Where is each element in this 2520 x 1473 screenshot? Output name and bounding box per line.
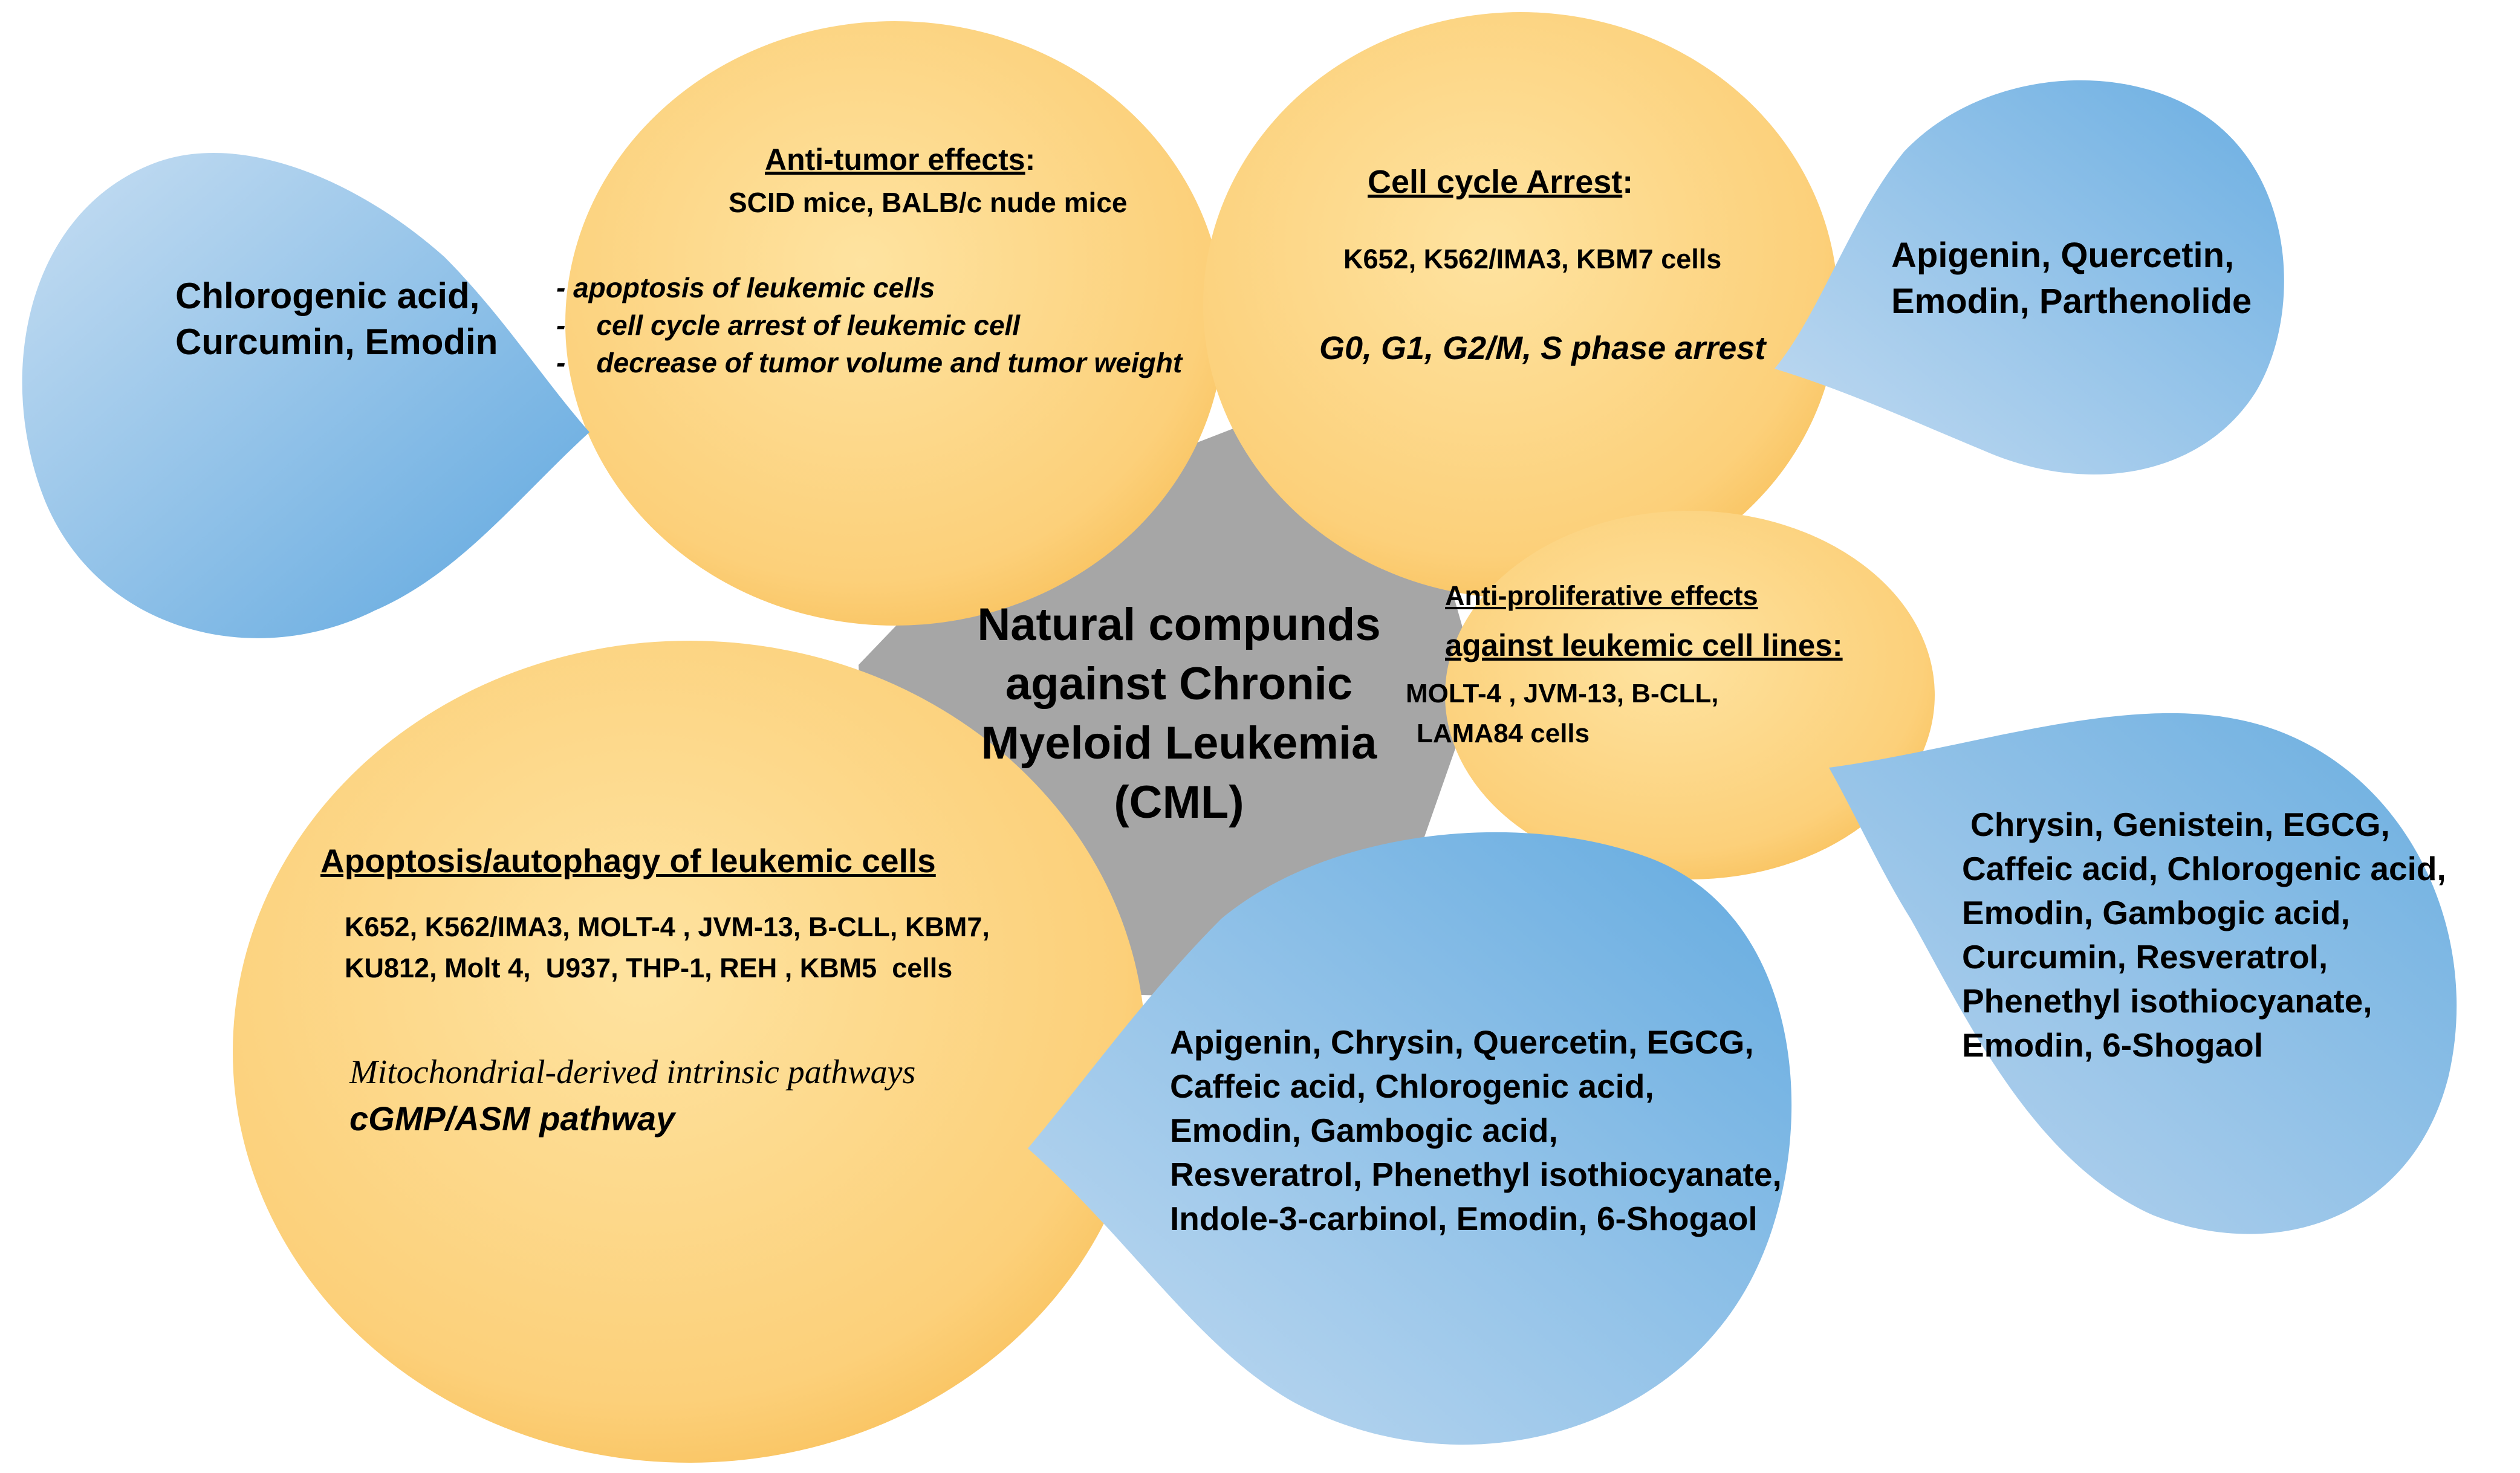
antiprolif-cells: MOLT-4 , JVM-13, B-CLL, LAMA84 cells [1406, 674, 1718, 754]
antitumor-effect-item: - cell cycle arrest of leukemic cell [556, 309, 1021, 341]
cellcycle-teardrop [1775, 80, 2284, 474]
antiprolif-cells-line: MOLT-4 , JVM-13, B-CLL, [1406, 679, 1719, 708]
center-title-line: (CML) [1114, 777, 1244, 828]
center-title-line: Myeloid Leukemia [981, 717, 1377, 769]
antiprolif-heading-line1: Anti-proliferative effects [1445, 580, 1758, 611]
cellcycle-bubble [1203, 12, 1838, 598]
apoptosis-bubble [233, 641, 1146, 1463]
antitumor-teardrop [22, 152, 590, 638]
compound-line: Chrysin, Genistein, EGCG, [1970, 806, 2390, 843]
compound-line: Apigenin, Chrysin, Quercetin, EGCG, [1170, 1023, 1754, 1061]
antitumor-heading: Anti-tumor effects: [765, 142, 1035, 177]
center-title-line: against Chronic [1005, 658, 1353, 710]
apoptosis-heading: Apoptosis/autophagy of leukemic cells [320, 842, 936, 879]
cellcycle-phases: G0, G1, G2/M, S phase arrest [1319, 330, 1766, 366]
cellcycle-heading-text: Cell cycle Arrest [1368, 164, 1623, 200]
compound-line: Chlorogenic acid, [175, 276, 480, 316]
drop-apoptosis-compounds: Apigenin, Chrysin, Quercetin, EGCG, Caff… [1170, 1020, 1782, 1241]
antitumor-heading-text: Anti-tumor effects [765, 143, 1025, 176]
antitumor-models: SCID mice, BALB/c nude mice [729, 187, 1128, 218]
apoptosis-cells-line: K652, K562/IMA3, MOLT-4 , JVM-13, B-CLL,… [345, 911, 990, 942]
cellcycle-heading: Cell cycle Arrest: [1368, 163, 1633, 201]
apoptosis-cells-line: KU812, Molt 4, U937, THP-1, REH , KBM5 c… [345, 953, 953, 983]
compound-line: Emodin, Parthenolide [1891, 282, 2252, 321]
compound-line: Apigenin, Quercetin, [1891, 236, 2235, 275]
apoptosis-pathway-mito: Mitochondrial-derived intrinsic pathways [349, 1054, 916, 1091]
antiprolif-heading-line2: against leukemic cell lines: [1445, 628, 1843, 662]
compound-line: Resveratrol, Phenethyl isothiocyanate, [1170, 1156, 1782, 1193]
antitumor-effect-item: - decrease of tumor volume and tumor wei… [556, 347, 1183, 378]
cellcycle-heading-colon: : [1622, 164, 1634, 200]
drop-cellcycle-compounds: Apigenin, Quercetin, Emodin, Parthenolid… [1891, 233, 2252, 325]
antiprolif-bubble [1445, 511, 1935, 879]
cellcycle-cells: K652, K562/IMA3, KBM7 cells [1343, 244, 1722, 274]
compound-line: Phenethyl isothiocyanate, [1962, 982, 2372, 1020]
drop-antitumor-compounds: Chlorogenic acid, Curcumin, Emodin [175, 273, 498, 365]
compound-line: Emodin, Gambogic acid, [1962, 894, 2350, 931]
compound-line: Indole-3-carbinol, Emodin, 6-Shogaol [1170, 1200, 1758, 1237]
center-title: Natural compunds against Chronic Myeloid… [883, 595, 1475, 832]
apoptosis-cells: K652, K562/IMA3, MOLT-4 , JVM-13, B-CLL,… [345, 907, 990, 989]
apoptosis-teardrop [1028, 832, 1792, 1445]
compound-line: Caffeic acid, Chlorogenic acid, [1962, 850, 2446, 887]
compound-line: Emodin, Gambogic acid, [1170, 1112, 1558, 1149]
center-title-line: Natural compunds [977, 599, 1381, 650]
compound-line: Curcumin, Resveratrol, [1962, 938, 2328, 976]
compound-line: Curcumin, Emodin [175, 322, 498, 362]
antiprolif-teardrop [1829, 713, 2457, 1234]
apoptosis-pathway-cgmp: cGMP/ASM pathway [349, 1099, 675, 1138]
compound-line: Caffeic acid, Chlorogenic acid, [1170, 1067, 1654, 1105]
compound-line: Emodin, 6-Shogaol [1962, 1026, 2264, 1064]
antitumor-heading-colon: : [1025, 143, 1036, 176]
antitumor-effect-item: - apoptosis of leukemic cells [556, 272, 935, 303]
antitumor-bubble [565, 21, 1224, 626]
drop-antiprolif-compounds: Chrysin, Genistein, EGCG, Caffeic acid, … [1962, 803, 2446, 1067]
antiprolif-cells-line: LAMA84 cells [1417, 719, 1590, 748]
antitumor-effects: - apoptosis of leukemic cells - cell cyc… [556, 269, 1182, 381]
